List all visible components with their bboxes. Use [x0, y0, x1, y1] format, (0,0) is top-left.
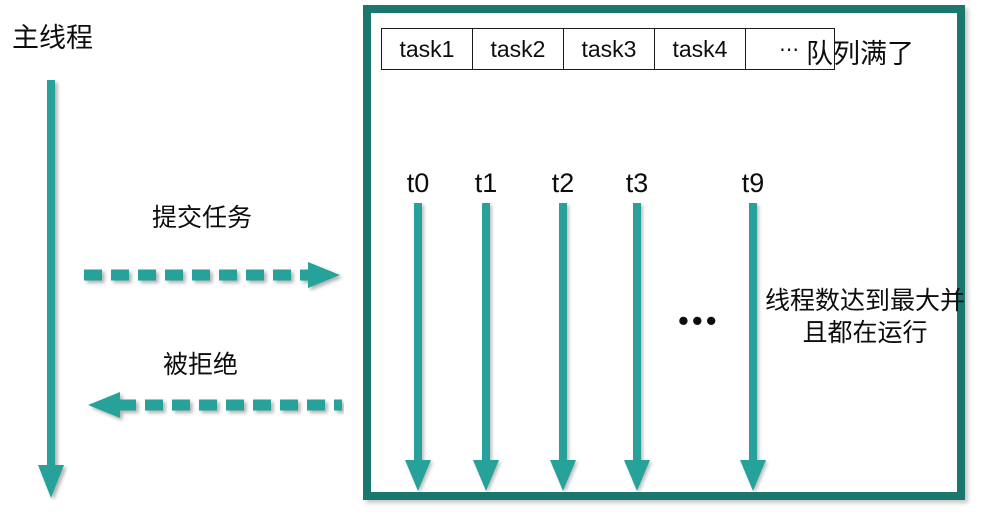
thread-label-t0: t0	[406, 168, 430, 198]
thread-arrow-icon	[740, 203, 766, 491]
max-threads-note: 线程数达到最大并且都在运行	[765, 287, 966, 347]
rejected-label: 被拒绝	[163, 351, 239, 379]
thread-pool-container	[363, 5, 965, 500]
thread-label-t1: t1	[474, 168, 498, 198]
thread-label-t2: t2	[551, 168, 575, 198]
task-queue-table: task1 task2 task3 task4 ⋯	[381, 28, 835, 70]
threads-ellipsis: •••	[678, 303, 720, 338]
queue-full-label: 队列满了	[806, 39, 914, 69]
thread-label-t9: t9	[741, 168, 765, 198]
thread-arrow-icon	[550, 203, 576, 491]
rejected-arrow-icon	[88, 392, 342, 418]
task-cell-2: task2	[472, 28, 564, 70]
thread-arrow-icon	[473, 203, 499, 491]
task-cell-3: task3	[563, 28, 655, 70]
thread-label-t3: t3	[625, 168, 649, 198]
task-cell-4: task4	[654, 28, 746, 70]
submit-task-arrow-icon	[84, 262, 340, 288]
main-thread-label: 主线程	[12, 23, 93, 53]
submit-task-label: 提交任务	[152, 204, 253, 232]
task-cell-1: task1	[381, 28, 473, 70]
table-row: task1 task2 task3 task4 ⋯	[381, 28, 835, 70]
thread-arrow-icon	[624, 203, 650, 491]
main-thread-arrow-icon	[38, 80, 64, 498]
task-cell-ellipsis: ⋯	[745, 28, 835, 70]
thread-arrow-icon	[405, 203, 431, 491]
